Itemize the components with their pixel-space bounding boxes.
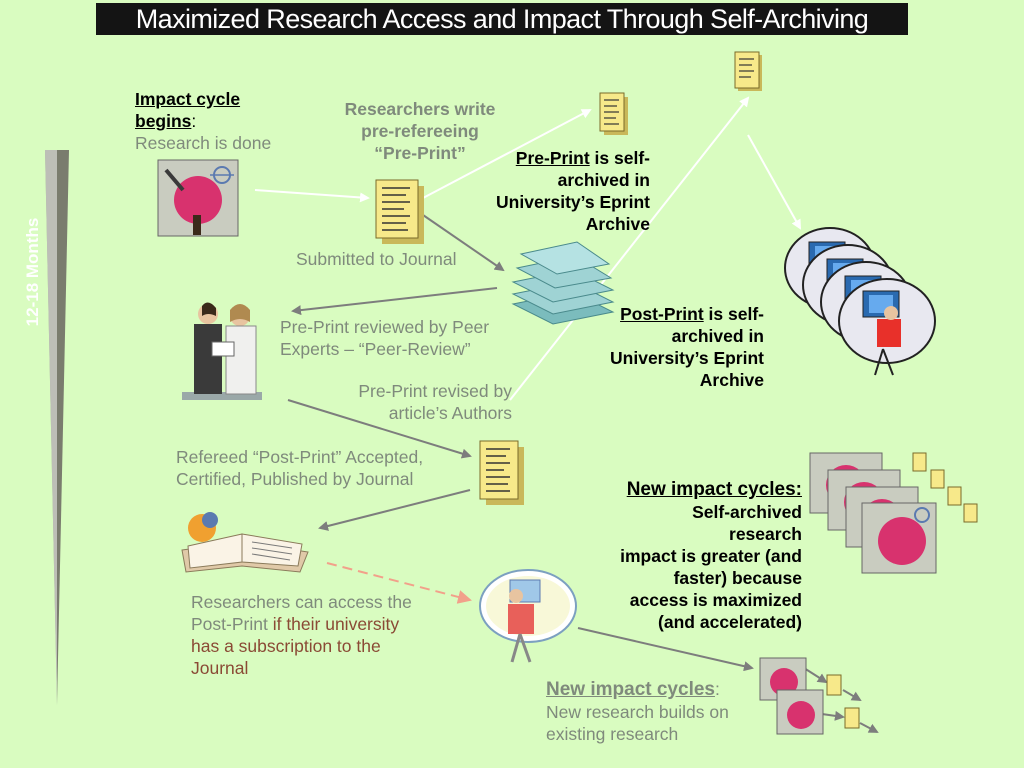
- computer-user-icon-stack: [784, 227, 936, 376]
- write-preprint-line1: Researchers write: [344, 99, 496, 119]
- flow-arrows: [254, 96, 879, 733]
- scientist-icon-pair: [759, 657, 824, 735]
- access-line3: has a subscription to the: [191, 636, 381, 656]
- preprint-archived-label: Pre-Print is self- archived in Universit…: [450, 147, 650, 235]
- archived-preprint-document-icon: [599, 92, 628, 135]
- postprint-archived-label: Post-Print is self- archived in Universi…: [564, 303, 764, 391]
- new-cycles-bottom-line1: New research builds on: [546, 702, 729, 722]
- reader-icon: [479, 569, 577, 663]
- peer-review-label: Pre-Print reviewed by Peer Experts – “Pe…: [280, 316, 489, 360]
- postprint-archived-line4: Archive: [699, 370, 764, 390]
- submitted-label: Submitted to Journal: [296, 249, 457, 269]
- accepted-line1: Refereed “Post-Print” Accepted,: [176, 447, 424, 467]
- new-cycles-right-line5: access is maximized: [629, 590, 802, 610]
- page-title: Maximized Research Access and Impact Thr…: [96, 3, 908, 35]
- accepted-line2: Certified, Published by Journal: [176, 469, 414, 489]
- cycle-start-heading-1: Impact cycle: [135, 89, 241, 109]
- new-cycles-bottom-label: New impact cycles: New research builds o…: [546, 678, 729, 745]
- revised-line1: Pre-Print revised by: [358, 381, 512, 401]
- scientist-icon: [157, 159, 239, 237]
- new-cycles-right-heading: New impact cycles:: [626, 479, 802, 500]
- cycle-start-colon: :: [191, 111, 197, 131]
- cycle-start-heading-2: begins: [135, 111, 192, 131]
- preprint-document-icon: [375, 179, 424, 244]
- write-preprint-line2: pre-refereeing: [361, 121, 479, 141]
- revised-label: Pre-Print revised by article’s Authors: [312, 380, 512, 424]
- access-line2-a: Post-Print: [191, 614, 273, 634]
- preprint-archived-line4: Archive: [585, 214, 650, 234]
- cycle-start-subtitle: Research is done: [135, 133, 272, 153]
- peer-review-line1: Pre-Print reviewed by Peer: [280, 317, 490, 337]
- document-icon-pair: [826, 674, 860, 729]
- new-cycles-bottom-heading: New impact cycles: [546, 679, 715, 700]
- new-cycles-right-line1: Self-archived: [692, 502, 802, 522]
- write-preprint-label: Researchers write pre-refereeing “Pre-Pr…: [330, 98, 510, 164]
- journal-stack-icon: [511, 241, 615, 325]
- access-line2-b: if their university: [272, 614, 400, 634]
- reviewers-icon: [182, 302, 262, 400]
- timeline-label: 12-18 Months: [23, 217, 42, 327]
- accepted-label: Refereed “Post-Print” Accepted, Certifie…: [176, 446, 423, 490]
- preprint-archived-line3: University’s Eprint: [496, 192, 650, 212]
- open-book-icon: [181, 512, 309, 573]
- new-cycles-right-line6: (and accelerated): [658, 612, 802, 632]
- postprint-archived-line1: is self-: [703, 304, 764, 324]
- new-cycles-right-line4: faster) because: [673, 568, 802, 588]
- postprint-term: Post-Print: [620, 304, 704, 324]
- write-preprint-line3: “Pre-Print”: [374, 143, 466, 163]
- preprint-term: Pre-Print: [515, 148, 590, 168]
- cycle-start-label: Impact cycle begins: Research is done: [135, 88, 271, 154]
- new-cycles-bottom-line2: existing research: [546, 724, 679, 744]
- access-line4: Journal: [191, 658, 249, 678]
- preprint-archived-line1: is self-: [589, 148, 650, 168]
- new-cycles-right-label: New impact cycles: Self-archived researc…: [576, 479, 802, 633]
- postprint-archived-line3: University’s Eprint: [610, 348, 764, 368]
- new-cycles-right-line2: research: [729, 524, 802, 544]
- revised-line2: article’s Authors: [388, 403, 512, 423]
- new-cycles-bottom-colon: :: [714, 679, 720, 699]
- access-line1: Researchers can access the: [191, 592, 412, 612]
- archived-postprint-document-icon: [734, 51, 762, 91]
- scientist-icon-cascade: [809, 452, 937, 574]
- postprint-document-icon: [479, 440, 524, 505]
- postprint-archived-line2: archived in: [671, 326, 764, 346]
- peer-review-line2: Experts – “Peer-Review”: [280, 339, 471, 359]
- new-cycles-right-line3: impact is greater (and: [620, 546, 802, 566]
- preprint-archived-line2: archived in: [557, 170, 650, 190]
- access-label: Researchers can access the Post-Print if…: [191, 591, 412, 679]
- timeline-wedge: [45, 150, 69, 705]
- document-icon-cascade: [912, 452, 978, 523]
